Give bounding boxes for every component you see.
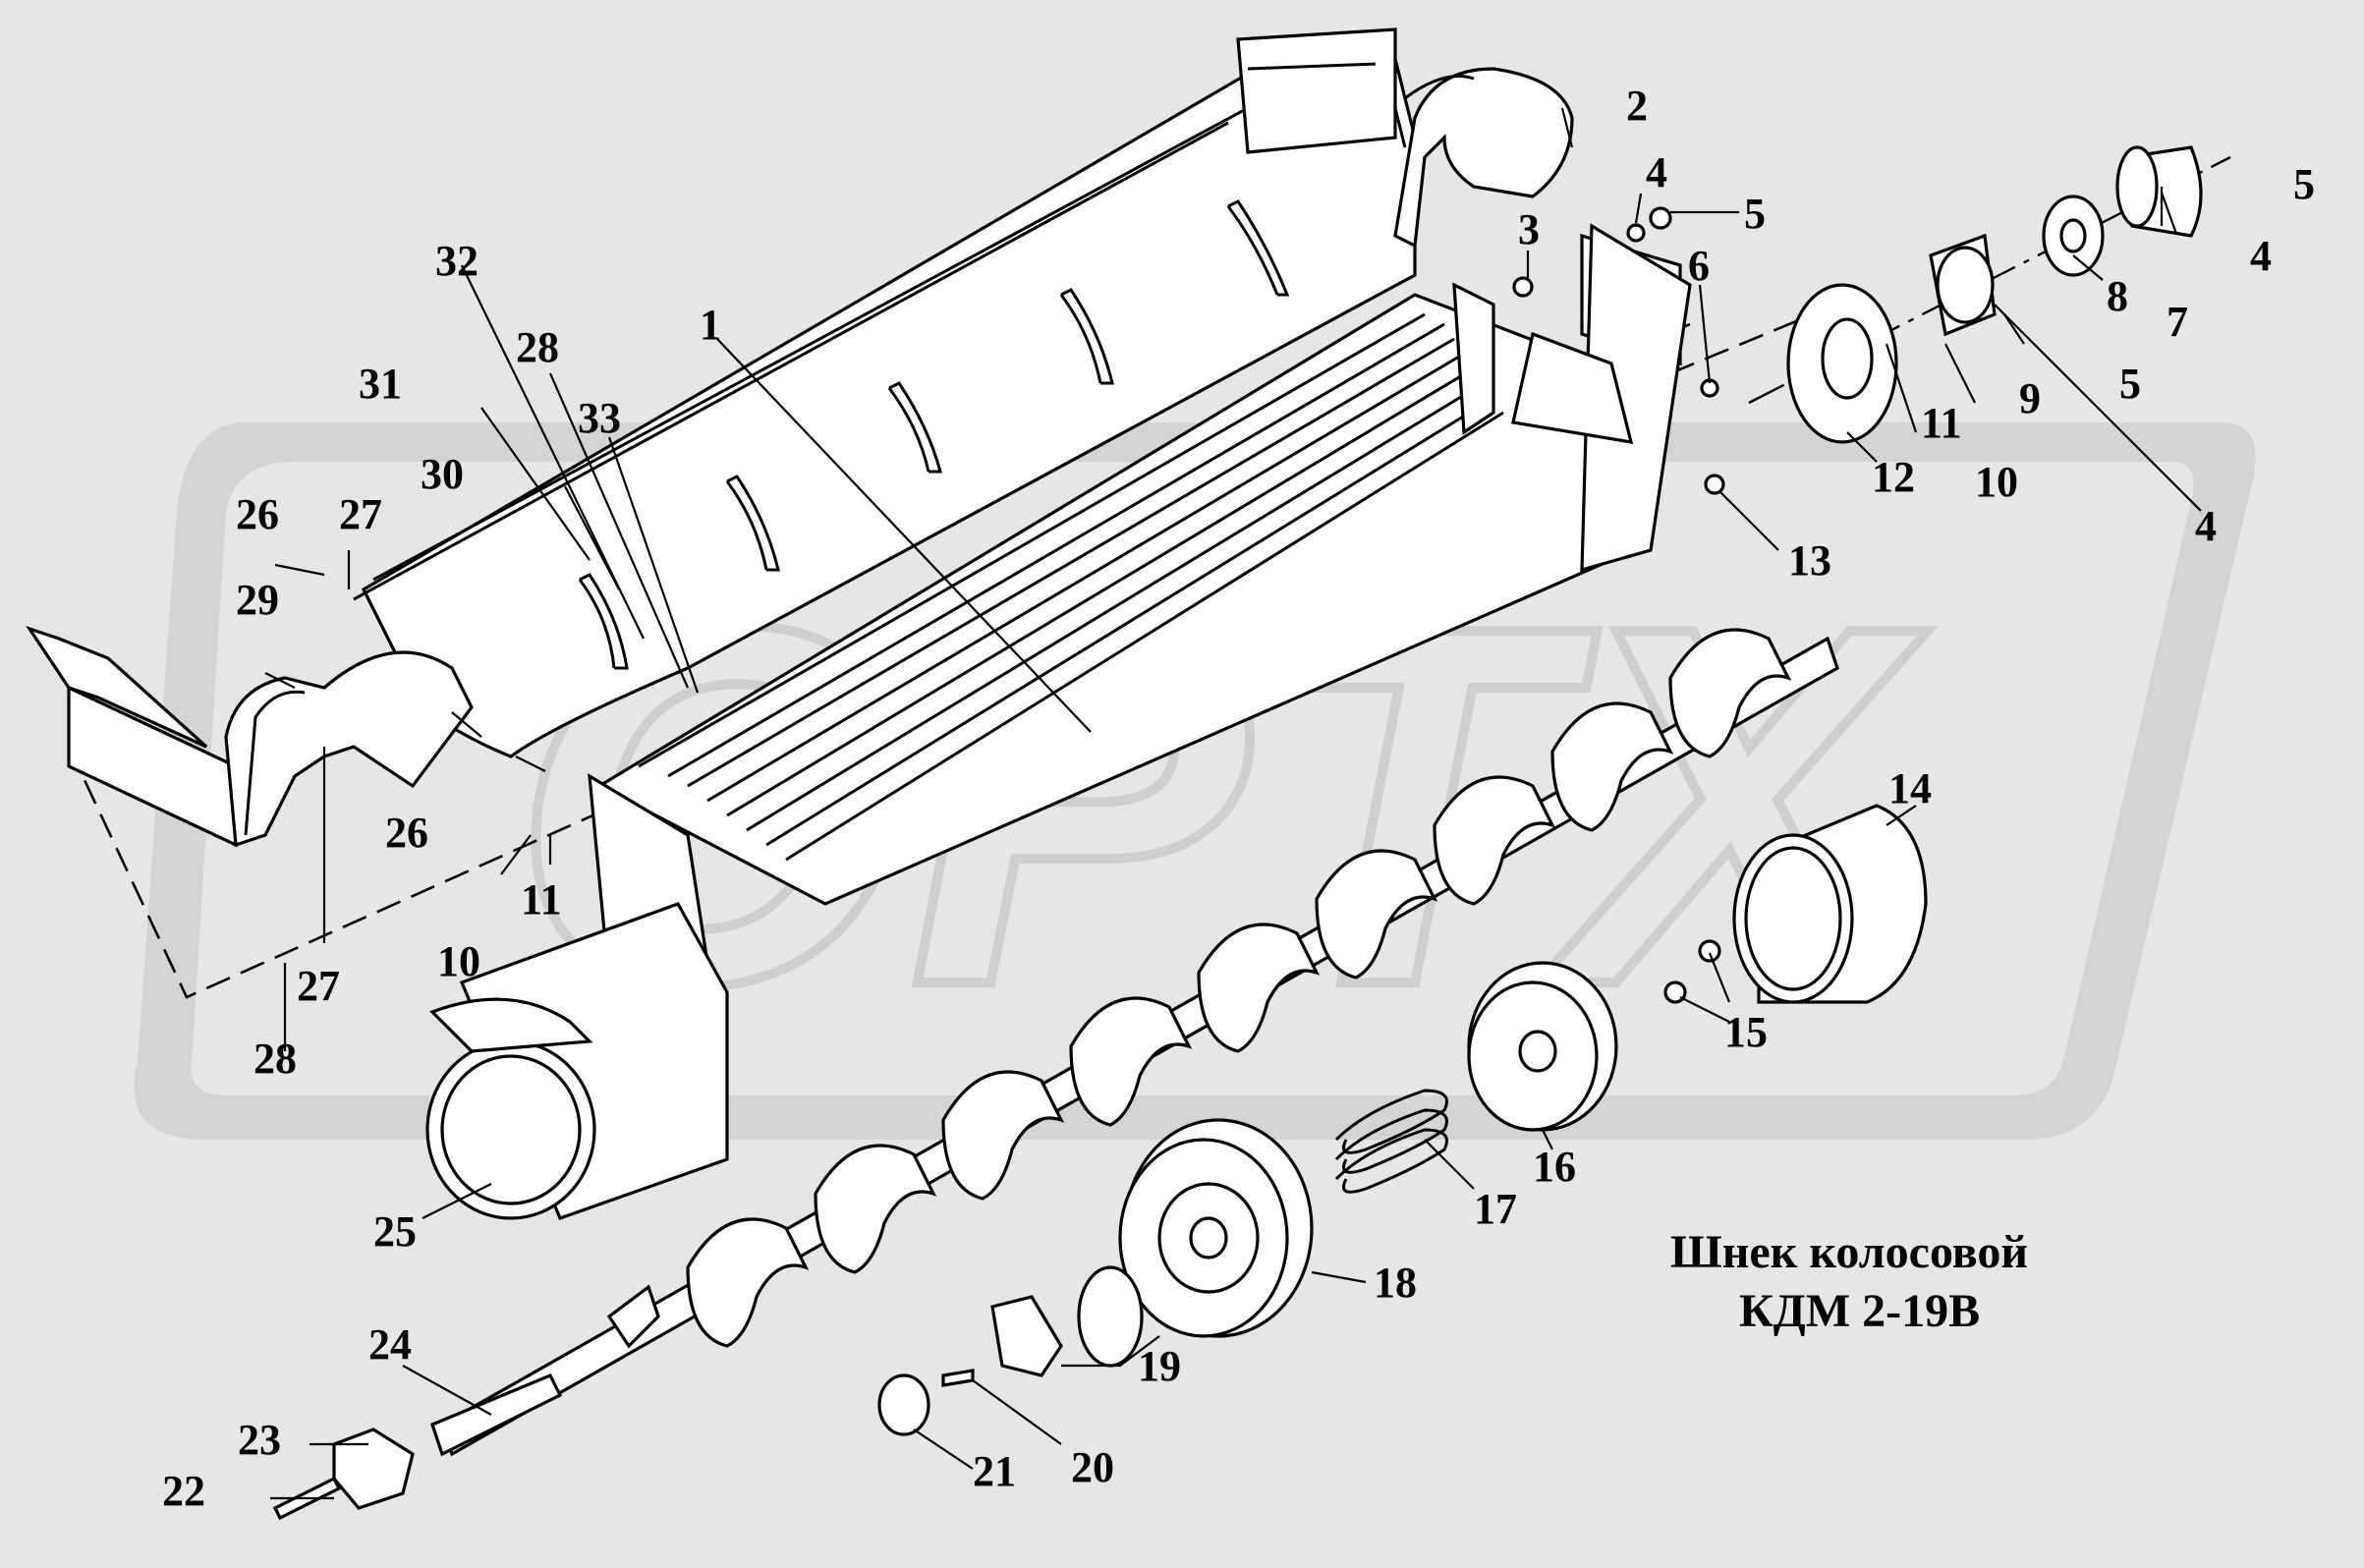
callout-33: 33 bbox=[578, 394, 621, 442]
callout-13: 13 bbox=[1788, 536, 1831, 585]
callout-28a: 28 bbox=[516, 323, 559, 371]
callout-26a: 26 bbox=[236, 490, 279, 538]
leader-lines bbox=[264, 107, 2202, 1500]
callout-28b: 28 bbox=[253, 1035, 297, 1083]
callout-9: 9 bbox=[2019, 374, 2041, 422]
part-4-washer bbox=[1626, 223, 1646, 243]
part-17-spring bbox=[1334, 1089, 1448, 1194]
part-5-nut bbox=[1649, 206, 1672, 230]
callout-5c: 5 bbox=[2119, 360, 2141, 408]
callout-27b: 27 bbox=[297, 962, 340, 1010]
callout-11a: 11 bbox=[1921, 399, 1962, 447]
part-16-pulley bbox=[1467, 961, 1618, 1132]
auger-shaft bbox=[430, 628, 1839, 1457]
callout-25: 25 bbox=[373, 1207, 417, 1256]
part-19a-washer bbox=[1077, 1265, 1144, 1368]
diagram-title: Шнек колосовой КДМ 2-19В bbox=[1670, 1226, 2028, 1337]
part-14-cylinder bbox=[1732, 804, 1928, 1004]
callout-5a: 5 bbox=[1744, 190, 1766, 238]
callout-10a: 10 bbox=[1975, 458, 2018, 506]
part-23-star-nut bbox=[332, 1428, 415, 1510]
title-line-2: КДМ 2-19В bbox=[1739, 1285, 1980, 1337]
callout-26b: 26 bbox=[385, 809, 428, 857]
callout-20: 20 bbox=[1071, 1443, 1114, 1491]
callout-30: 30 bbox=[421, 450, 464, 498]
callouts: 1 2 3 4 4 4 5 5 5 6 7 8 9 10 10 11 11 12… bbox=[162, 82, 2315, 1515]
callout-32: 32 bbox=[435, 237, 478, 285]
part-2-hook bbox=[1393, 67, 1574, 249]
callout-19: 19 bbox=[1138, 1342, 1181, 1390]
part-1-housing bbox=[588, 223, 1692, 984]
callout-14: 14 bbox=[1888, 764, 1932, 812]
callout-10b: 10 bbox=[437, 937, 480, 985]
upper-right-hardware bbox=[1512, 145, 2203, 1004]
part-19b-gear bbox=[990, 1295, 1063, 1377]
callout-8: 8 bbox=[2107, 272, 2128, 320]
part-18-large-pulley bbox=[1118, 1118, 1314, 1338]
callout-24: 24 bbox=[368, 1320, 412, 1369]
callout-31: 31 bbox=[359, 360, 402, 408]
part-20-pin bbox=[941, 1369, 975, 1387]
part-29-left-bracket bbox=[26, 626, 474, 848]
upper-cover-assembly bbox=[353, 28, 1417, 758]
callout-15: 15 bbox=[1724, 1008, 1768, 1056]
callout-18: 18 bbox=[1374, 1259, 1417, 1307]
callout-4a: 4 bbox=[1646, 148, 1667, 196]
callout-22: 22 bbox=[162, 1467, 205, 1515]
callout-17: 17 bbox=[1474, 1185, 1517, 1233]
callout-5b: 5 bbox=[2293, 160, 2315, 208]
callout-1: 1 bbox=[700, 301, 721, 349]
callout-3: 3 bbox=[1518, 205, 1540, 253]
part-25-tube bbox=[425, 902, 729, 1221]
callout-6: 6 bbox=[1688, 242, 1710, 290]
callout-7: 7 bbox=[2167, 298, 2188, 346]
callout-12: 12 bbox=[1872, 453, 1915, 501]
callout-23: 23 bbox=[238, 1416, 281, 1464]
callout-2: 2 bbox=[1626, 82, 1648, 130]
callout-29: 29 bbox=[236, 576, 279, 624]
part-13-bolt bbox=[1704, 474, 1725, 495]
callout-21: 21 bbox=[973, 1447, 1016, 1495]
callout-4b: 4 bbox=[2250, 232, 2272, 280]
callout-27a: 27 bbox=[339, 490, 382, 538]
small-hardware bbox=[272, 1265, 1144, 1521]
callout-4c: 4 bbox=[2195, 502, 2217, 550]
title-line-1: Шнек колосовой bbox=[1670, 1226, 2028, 1278]
part-21-nut bbox=[877, 1373, 930, 1436]
part-3-bolt bbox=[1512, 276, 1534, 298]
callout-16: 16 bbox=[1533, 1143, 1576, 1191]
callout-11b: 11 bbox=[521, 875, 562, 924]
